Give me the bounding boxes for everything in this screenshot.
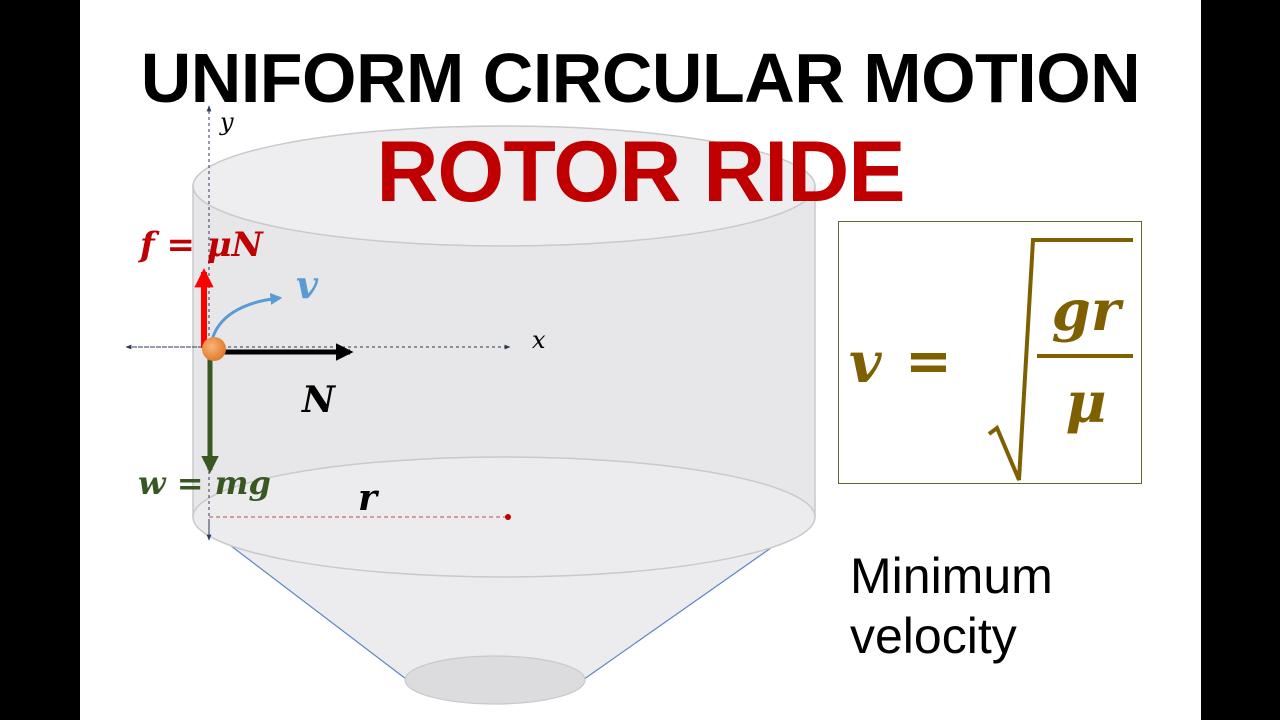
velocity-label: v (296, 262, 319, 307)
page-subtitle: ROTOR RIDE (376, 124, 905, 220)
normal-label: N (301, 379, 337, 421)
formula-numerator: gr (1052, 278, 1124, 344)
formula-denominator: μ (1066, 370, 1107, 436)
formula-box: v = gr μ (838, 221, 1142, 484)
weight-label: w = mg (138, 464, 271, 502)
cylinder-center-dot (505, 514, 511, 520)
funnel-bottom-opening (404, 655, 586, 705)
formula-lhs: v (849, 330, 883, 396)
caption: Minimum velocity (850, 546, 1150, 666)
axis-y-label: y (219, 108, 234, 136)
radius-label: r (358, 477, 380, 519)
rotor-diagram: y x r v f = μN N w = mg (125, 105, 816, 705)
axis-x-label: x (532, 326, 546, 354)
rider-ball (202, 337, 226, 361)
slide: y x r v f = μN N w = mg UNIFORM CIRCULAR… (80, 0, 1201, 720)
formula-equals: = (905, 329, 952, 394)
sqrt-sign (987, 238, 1133, 481)
caption-line2: velocity (850, 608, 1017, 664)
caption-line1: Minimum (850, 548, 1053, 604)
friction-label: f = μN (138, 225, 265, 265)
page-title: UNIFORM CIRCULAR MOTION (140, 39, 1141, 117)
velocity-arrow (210, 292, 283, 341)
formula-svg: v = gr μ (849, 238, 1133, 481)
